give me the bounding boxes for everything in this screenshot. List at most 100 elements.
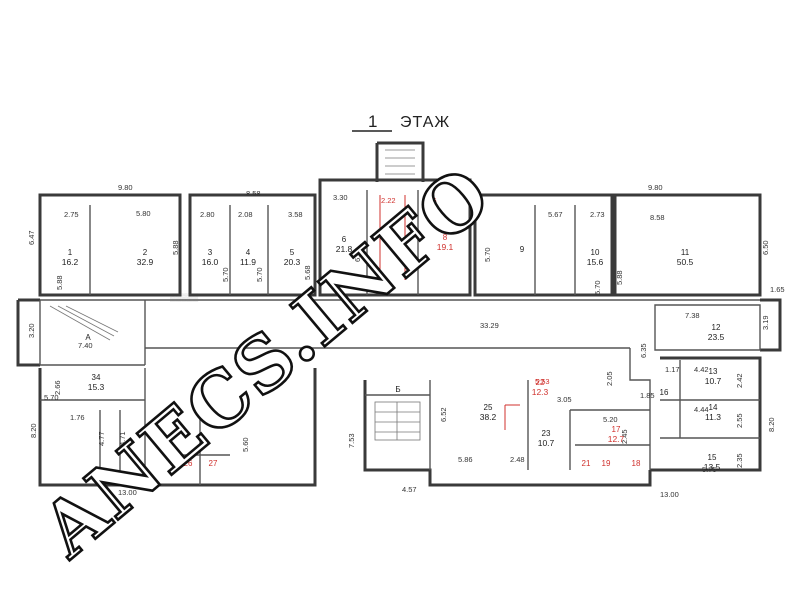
room-number: 19 <box>602 459 611 468</box>
room-area: 13.5 <box>704 462 721 472</box>
dimension-label: 6.50 <box>761 240 770 255</box>
dimension-label: 5.88 <box>55 275 64 290</box>
dimension-label: 6.80 <box>353 247 362 262</box>
room-area: 23.5 <box>708 332 725 342</box>
room-area: 16.0 <box>202 257 219 267</box>
dimension-label: 5.70 <box>483 247 492 262</box>
room-number: 5 <box>290 248 295 257</box>
dimension-label: 3.20 <box>27 323 36 338</box>
dimension-label: 5.53 <box>535 377 550 386</box>
room-number: 13 <box>709 367 718 376</box>
dimension-label: 4.57 <box>402 485 417 494</box>
dimension-label: 5.67 <box>548 210 563 219</box>
room-number: 22 <box>536 378 545 387</box>
dimension-label: 2.42 <box>735 373 744 388</box>
dimension-label: 9.80 <box>118 183 133 192</box>
dimension-label: 1.85 <box>640 391 655 400</box>
room-number: 21 <box>582 459 591 468</box>
room-area: 10.7 <box>538 438 555 448</box>
corridor <box>39 299 761 470</box>
room-number: 14 <box>709 403 718 412</box>
room-number: 25 <box>484 403 493 412</box>
dimension-label: 4.71 <box>118 431 127 446</box>
dimension-label: 2.55 <box>735 413 744 428</box>
dimension-label: 7.38 <box>685 311 700 320</box>
dimension-label: 1.76 <box>70 413 85 422</box>
room-area: 19.1 <box>437 242 454 252</box>
dimension-label: 4.42 <box>694 365 709 374</box>
dimension-label: 5.80 <box>136 209 151 218</box>
dimension-label: 8.58 <box>246 189 261 198</box>
watermark: ANECS.INFO <box>24 149 509 576</box>
dimension-label: 5.75 <box>702 465 717 474</box>
room-number: 6 <box>342 235 347 244</box>
dimension-label: 2.45 <box>620 429 629 444</box>
room-area: 20.3 <box>284 257 301 267</box>
room-number: 7 <box>391 233 396 242</box>
room-area: 15.3 <box>88 382 105 392</box>
room-area: 12.3 <box>532 387 549 397</box>
top-room-walls <box>89 190 576 295</box>
room-number: Б <box>395 385 400 394</box>
dimension-label: 2.66 <box>53 380 62 395</box>
room-area: 11.3 <box>705 412 721 422</box>
room-area: 21.8 <box>336 244 353 254</box>
room-number: 17 <box>612 425 621 434</box>
dimension-label: 5.88 <box>171 240 180 255</box>
dimension-label: 6.52 <box>439 407 448 422</box>
dimension-label: 5.68 <box>303 265 312 280</box>
room-area: 50.5 <box>677 257 694 267</box>
dimension-label: 2.95 <box>422 196 437 205</box>
dimension-label: 13.00 <box>660 490 679 499</box>
dimension-label: 3.05 <box>557 395 572 404</box>
dimension-label: 5.70 <box>255 267 264 282</box>
dimension-label: 2.35 <box>735 453 744 468</box>
room-area: 15.6 <box>587 257 604 267</box>
dimension-label: 7.40 <box>78 341 93 350</box>
dimension-label: 8.20 <box>29 423 38 438</box>
room-number: 12 <box>712 323 721 332</box>
dimension-label: 3.58 <box>288 210 303 219</box>
dimension-label: 8.58 <box>650 213 665 222</box>
dimension-label: 6.47 <box>27 230 36 245</box>
floor-label: ЭТАЖ <box>400 114 450 131</box>
dimension-label: 4.77 <box>97 431 106 446</box>
room-number: 1 <box>68 248 73 257</box>
room-area: 12.7 <box>608 434 625 444</box>
room-area: 11.9 <box>240 257 256 267</box>
dimension-label: 5.60 <box>241 437 250 452</box>
dimension-label: 3.30 <box>333 193 348 202</box>
room-area: 32.9 <box>137 257 154 267</box>
floor-number: 1 <box>368 112 377 131</box>
room-number: 8 <box>443 233 448 242</box>
dimension-label: 2.80 <box>200 210 215 219</box>
room-number: 27 <box>209 459 218 468</box>
dimension-label: 13.00 <box>118 488 137 497</box>
room-number: 15 <box>708 453 717 462</box>
dimension-label: 7.53 <box>347 433 356 448</box>
dimension-label: 1.65 <box>770 285 785 294</box>
room-number: 26 <box>184 459 193 468</box>
room-area: 38.2 <box>480 412 497 422</box>
room-number: 9 <box>520 245 525 254</box>
room-number: 11 <box>681 248 690 257</box>
bottom-room-walls <box>40 149 760 485</box>
dimension-label: 6.35 <box>639 343 648 358</box>
room-number: A <box>85 333 91 342</box>
room-number: 34 <box>92 373 101 382</box>
dimension-label: 9.80 <box>648 183 663 192</box>
dimension-label: 1.17 <box>665 365 680 374</box>
room-number: 10 <box>591 248 600 257</box>
room-number: 4 <box>246 248 251 257</box>
dimension-label: 6.63 <box>406 253 415 268</box>
dimension-label: 2.73 <box>590 210 605 219</box>
room-area: 16.2 <box>62 257 79 267</box>
dimension-label: 2.75 <box>64 210 79 219</box>
faint-watermark: ▒▒▒▒▒ <box>170 293 199 302</box>
outer-walls <box>16 141 782 487</box>
dimension-label: 5.70 <box>593 280 602 295</box>
dimension-label: 2.22 <box>381 196 396 205</box>
dimension-label: 5.88 <box>615 270 624 285</box>
